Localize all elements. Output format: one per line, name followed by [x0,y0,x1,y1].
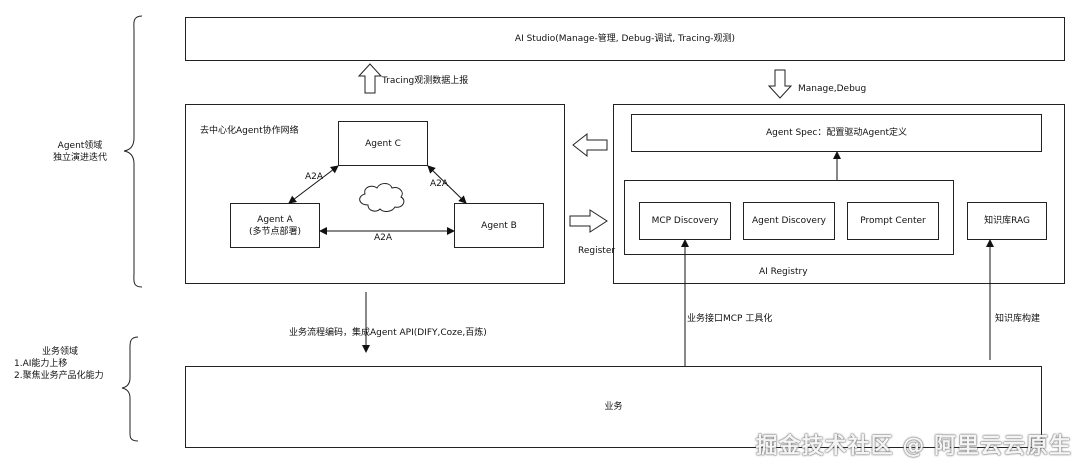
prompt-center-box: Prompt Center [847,202,939,240]
a2a-label-a-c: A2A [305,172,324,182]
agent-spec-box: Agent Spec：配置驱动Agent定义 [631,114,1042,152]
agent-domain-label: Agent领域 独立演进迭代 [40,140,120,164]
ai-studio-box: AI Studio(Manage-管理, Debug-调试, Tracing-观… [185,17,1065,61]
agent-spec-label: Agent Spec：配置驱动Agent定义 [765,128,908,138]
register-arrow-label: Register [578,246,616,256]
tracing-up-arrow [357,63,383,94]
business-box: 业务 [185,366,1042,448]
agent-a-label: Agent A [257,214,293,225]
kb-build-arrow-label: 知识库构建 [995,314,1041,324]
tracing-arrow-label: Tracing观测数据上报 [382,76,469,86]
business-flow-arrow-label: 业务流程编码，集成Agent API(DIFY,Coze,百炼) [289,328,487,338]
agent-network-title: 去中心化Agent协作网络 [200,126,299,136]
agent-b-label: Agent B [481,220,517,231]
knowledge-rag-label: 知识库RAG [984,216,1030,226]
watermark: 掘金技术社区 @ 阿里云云原生 [755,434,1072,459]
register-arrow [569,209,608,233]
ai-registry-label: AI Registry [759,267,808,277]
business-domain-title: 业务领域 [42,347,79,357]
business-domain-brace [121,336,139,442]
agent-domain-line-1: Agent领域 [57,141,103,151]
manage-debug-arrow-label: Manage,Debug [798,84,867,94]
agent-a-sub-label: (多节点部署) [248,226,302,237]
knowledge-rag-box: 知识库RAG [967,202,1047,240]
agent-c-node: Agent C [338,121,428,166]
agent-domain-brace [123,15,143,288]
agent-b-node: Agent B [454,203,544,248]
business-domain-item-1: 1.AI能力上移 [14,359,68,369]
a2a-label-a-b: A2A [374,233,393,243]
business-domain-label: 业务领域 1.AI能力上移 2.聚焦业务产品化能力 [14,346,124,382]
agent-c-label: Agent C [365,138,401,149]
agent-a-node: Agent A (多节点部署) [230,203,320,248]
business-label: 业务 [604,402,623,412]
manage-down-arrow [767,69,793,99]
ai-studio-label: AI Studio(Manage-管理, Debug-调试, Tracing-观… [514,34,736,44]
mcp-discovery-box: MCP Discovery [639,202,731,240]
agent-discovery-label: Agent Discovery [752,216,826,226]
a2a-label-c-b: A2A [430,179,449,189]
agent-domain-line-2: 独立演进迭代 [52,153,107,163]
prompt-center-label: Prompt Center [860,216,926,226]
agent-discovery-box: Agent Discovery [743,202,835,240]
business-domain-item-2: 2.聚焦业务产品化能力 [14,371,104,381]
mcp-discovery-label: MCP Discovery [651,216,719,226]
registry-to-network-arrow [572,132,608,158]
mcp-tool-arrow-label: 业务接口MCP 工具化 [687,314,773,324]
